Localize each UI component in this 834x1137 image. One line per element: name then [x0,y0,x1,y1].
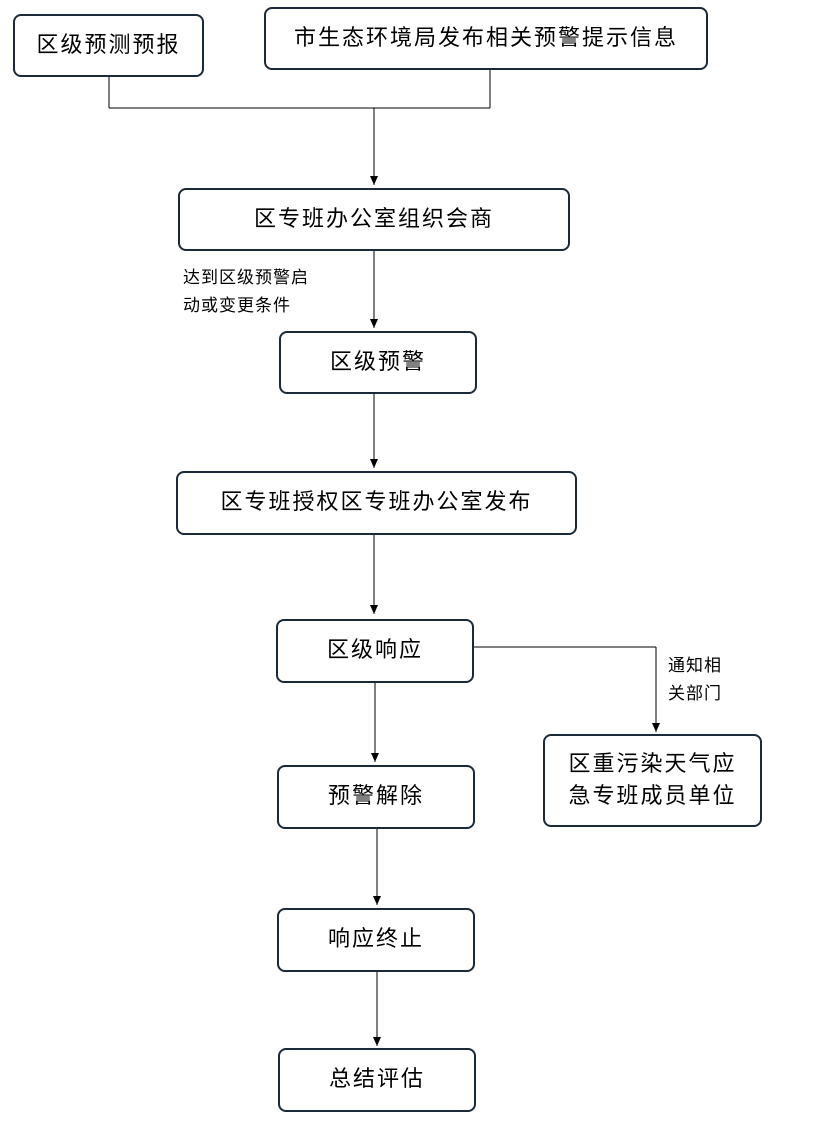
node-text: 区级响应 [326,638,423,663]
node-summary-evaluation: 总结评估 [278,1048,476,1112]
node-text: 区级预测预报 [36,32,181,58]
node-text: 区专班办公室组织会商 [253,206,494,232]
edge-label-condition: 达到区级预警启 动或变更条件 [183,264,309,320]
node-text: 区级预警 [329,349,426,375]
node-city-bureau-warning: 市生态环境局发布相关预警提示信息 [264,7,708,70]
node-warning-lifted: 预警解除 [277,765,475,829]
edge-label-notify: 通知相 关部门 [668,652,722,708]
node-response-terminated: 响应终止 [277,908,475,972]
node-text: 市生态环境局发布相关预警提示信息 [293,25,678,51]
edge-label-line: 关部门 [668,684,722,704]
node-text-line: 急专班成员单位 [568,783,737,809]
edge-label-line: 动或变更条件 [183,296,291,316]
node-office-consult: 区专班办公室组织会商 [178,188,570,251]
edge-label-line: 达到区级预警启 [183,268,309,288]
node-district-response: 区级响应 [276,619,474,683]
edge-label-line: 通知相 [668,656,722,676]
node-district-forecast: 区级预测预报 [13,14,204,77]
node-text: 总结评估 [328,1067,425,1092]
node-text: 区专班授权区专班办公室发布 [220,490,533,515]
node-text-line: 区重污染天气应 [568,751,737,777]
node-member-units: 区重污染天气应 急专班成员单位 [543,734,762,827]
node-district-warning: 区级预警 [279,331,477,394]
node-text: 预警解除 [327,784,424,809]
node-authorized-release: 区专班授权区专班办公室发布 [176,471,577,535]
node-text: 响应终止 [327,927,424,952]
